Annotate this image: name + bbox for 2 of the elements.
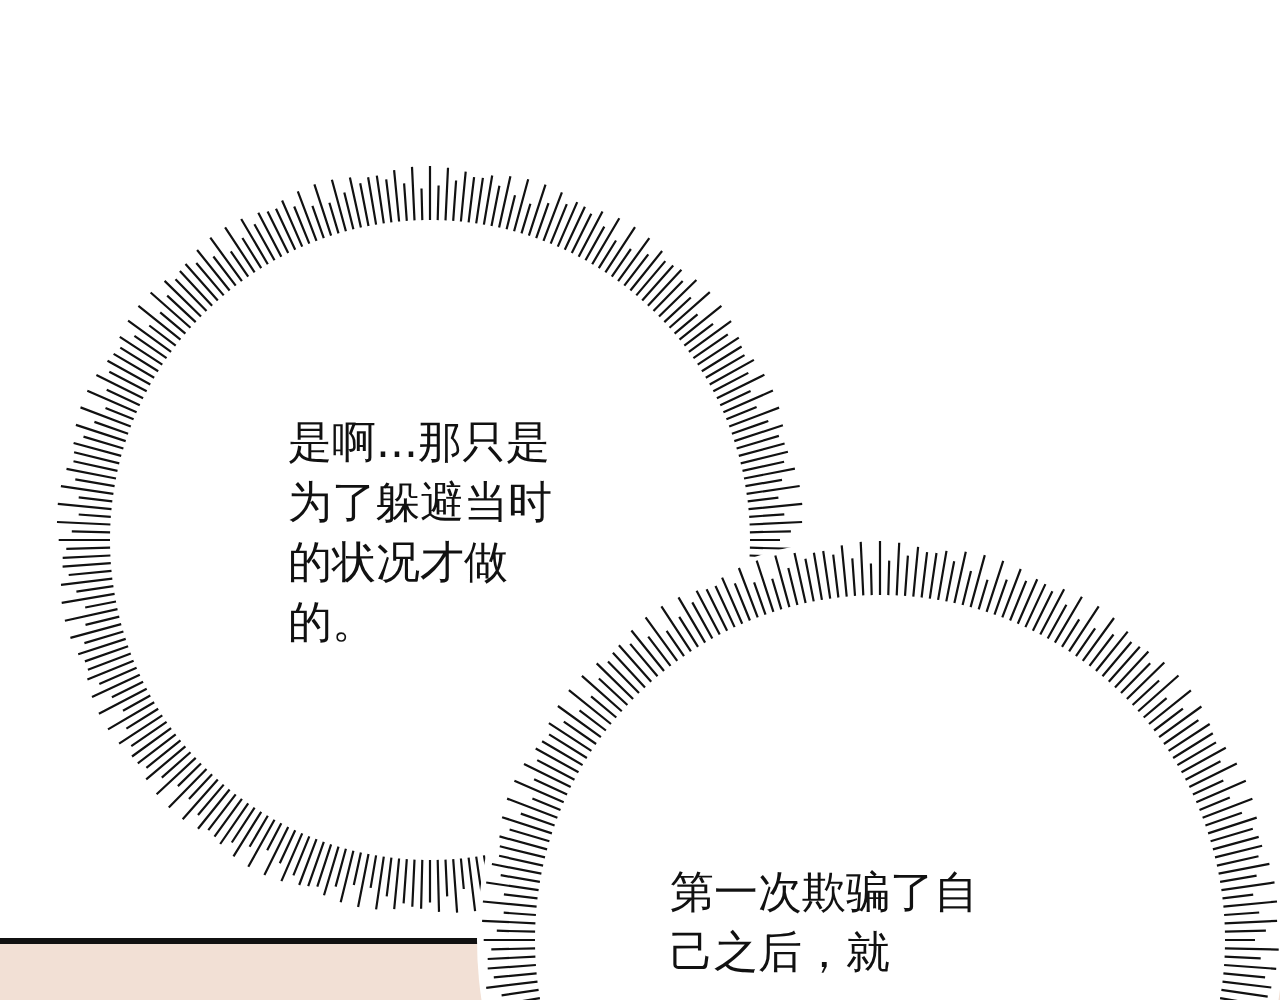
bubble-text: 是啊...那只是为了躲避当时的状况才做的。 bbox=[288, 415, 553, 649]
bubble-text: 第一次欺骗了自己之后，就 bbox=[670, 865, 979, 979]
